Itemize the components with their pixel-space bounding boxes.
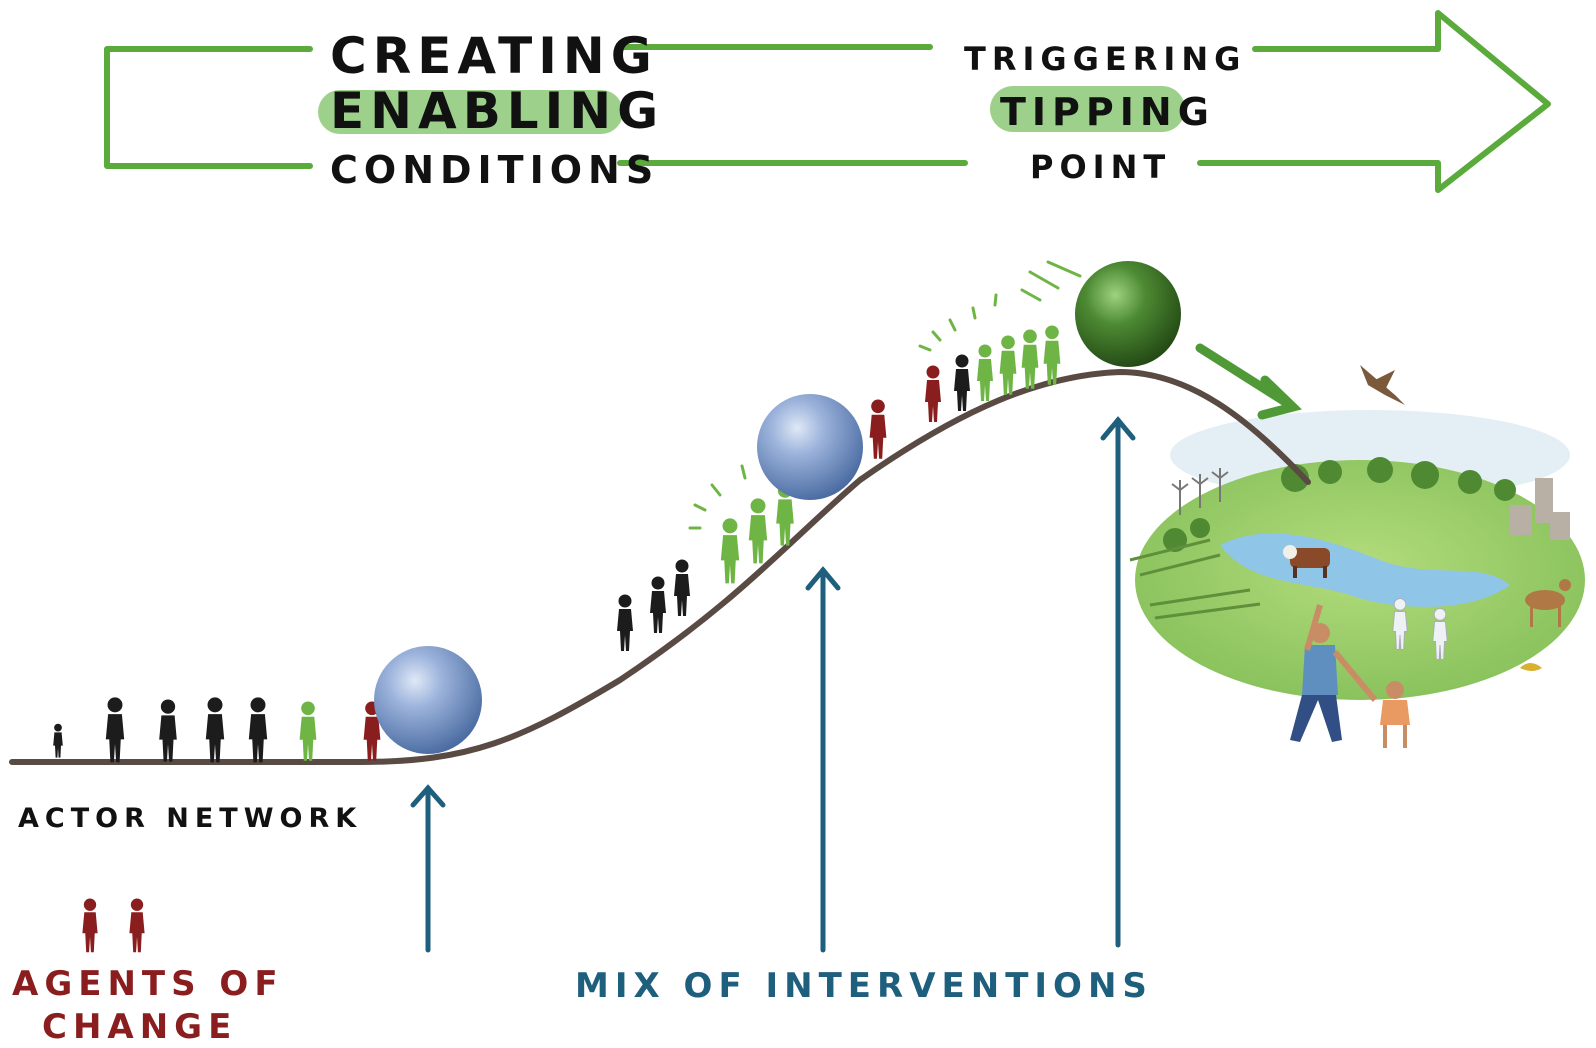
highlight-enabling xyxy=(318,90,623,134)
agents-of-change-icon xyxy=(82,898,145,953)
downhill-arrow xyxy=(1195,343,1302,420)
small-bird-icon xyxy=(1520,663,1542,671)
future-landscape xyxy=(1129,365,1585,748)
stage1-line3: CONDITIONS xyxy=(330,148,659,192)
deer-icon xyxy=(1525,579,1571,627)
intervention-arrows xyxy=(410,416,1136,953)
landscape-curve xyxy=(9,368,1311,765)
agents-of-change-line1: AGENTS OF xyxy=(12,964,284,1004)
actor-network-figures xyxy=(53,697,381,763)
ball-tipping xyxy=(1075,261,1181,367)
climbing-figures xyxy=(617,260,1082,651)
ball-start xyxy=(374,646,482,754)
interventions-label: MIX OF INTERVENTIONS xyxy=(575,966,1153,1006)
actor-network-label: ACTOR NETWORK xyxy=(18,803,362,834)
stage1-line1: CREATING xyxy=(330,27,658,85)
father-and-child xyxy=(1290,604,1410,748)
agents-of-change-line2: CHANGE xyxy=(42,1007,237,1047)
stage2-line2: TIPPING xyxy=(1000,90,1215,134)
stage1-line2: ENABLING xyxy=(330,82,664,140)
stage2-line1: TRIGGERING xyxy=(964,40,1246,78)
bird-icon xyxy=(1360,365,1405,405)
stage2-line3: POINT xyxy=(1030,148,1171,186)
process-arrow-outline xyxy=(104,10,1551,193)
highlight-tipping xyxy=(990,86,1185,132)
cow-icon xyxy=(1283,545,1330,578)
process-arrow: CREATING ENABLING CONDITIONS TRIGGERING … xyxy=(104,10,1551,193)
ball-slope xyxy=(757,394,863,500)
